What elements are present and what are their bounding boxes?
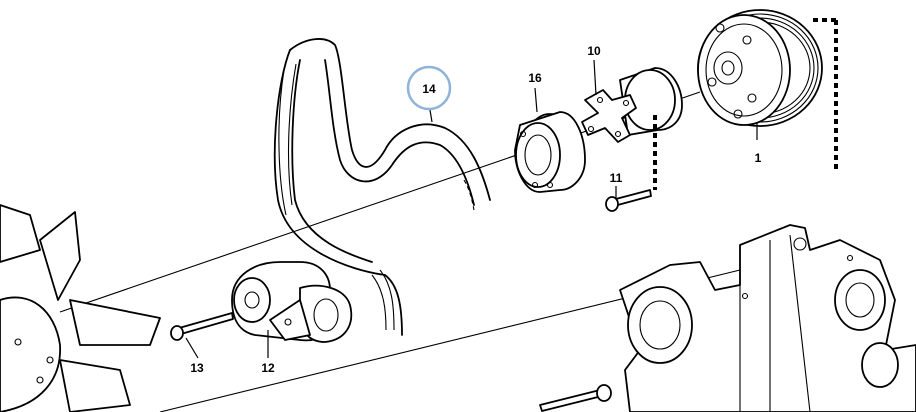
dashed-guides [653,18,838,190]
bolt-11 [605,189,652,212]
bolt-13 [170,312,234,341]
engine-block [619,224,916,412]
callout-16: 16 [528,71,542,85]
callout-11: 11 [610,171,623,185]
callout-14: 14 [422,82,436,96]
callout-12: 12 [261,361,275,375]
belt-tensioner [231,261,353,343]
callout-13: 13 [190,361,204,375]
bottom-bolt [539,384,612,412]
callout-10: 10 [587,44,601,58]
callout-leaders [185,59,758,359]
cooling-fan [0,204,161,412]
callout-highlight-ring [406,65,452,111]
fan-hub [581,67,683,143]
callout-1: 1 [755,151,762,165]
spacer-ring [514,111,586,193]
crank-pulley [697,9,823,127]
drive-belt [273,38,491,336]
